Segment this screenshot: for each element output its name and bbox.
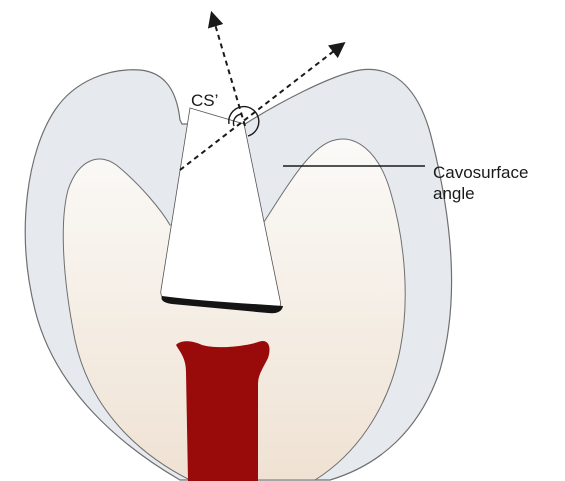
cavosurface-angle-label-line1: Cavosurface xyxy=(433,163,528,182)
cs-prime-label: CS’ xyxy=(191,91,218,110)
pulp-chamber xyxy=(176,341,270,481)
cavosurface-angle-label-line2: angle xyxy=(433,184,475,203)
